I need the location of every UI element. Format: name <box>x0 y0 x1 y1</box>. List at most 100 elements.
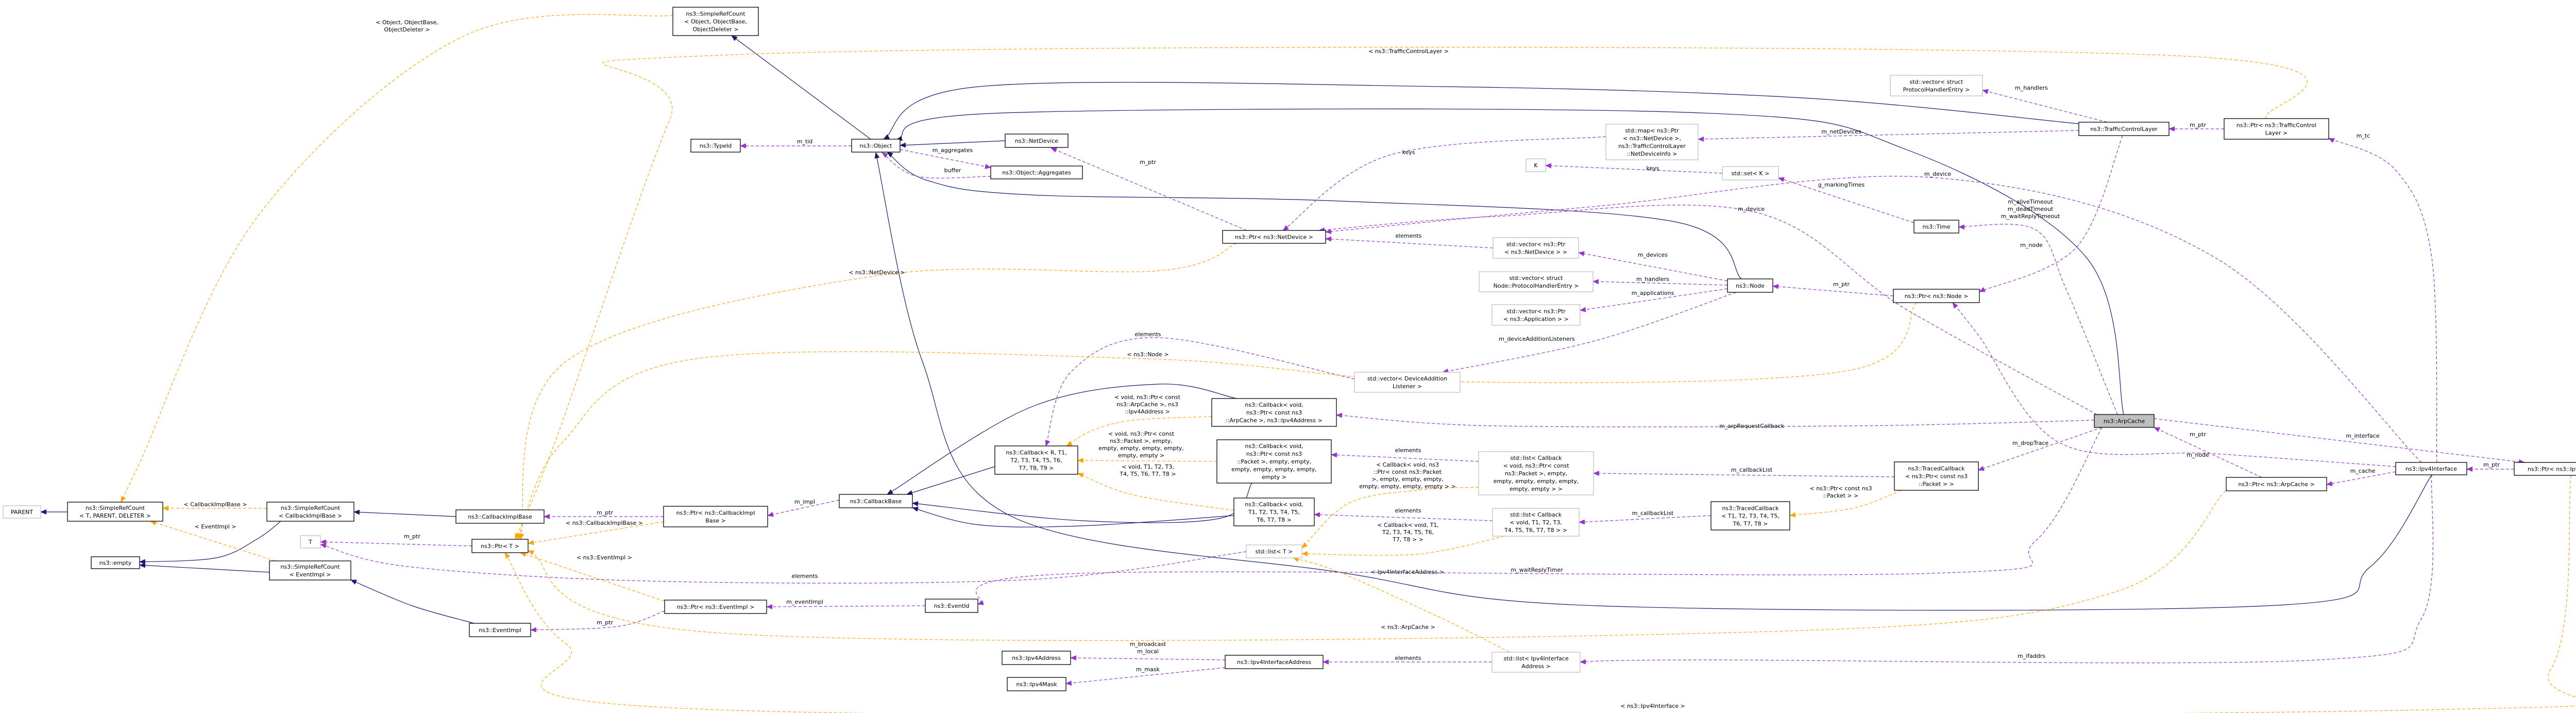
class-node-parent[interactable]: PARENT <box>3 505 41 519</box>
edge-label: m_devices <box>1638 252 1668 258</box>
class-node-cbT[interactable]: ns3::Callback< void,T1, T2, T3, T4, T5,T… <box>1233 498 1315 526</box>
edge-label-line: < CallbackImplBase > <box>184 501 247 508</box>
template-edge-cbPacket-to-callbackR <box>1077 458 1217 463</box>
node-box <box>1526 158 1546 172</box>
class-node-srcEI[interactable]: ns3::SimpleRefCount< EventImpl > <box>269 560 351 581</box>
class-node-listT[interactable]: std::list< T > <box>1246 544 1302 558</box>
usage-edge-arpCache-to-ptrIf <box>2154 418 2525 465</box>
edge-label-line: m_ptr <box>2190 122 2207 128</box>
node-label-line: < ns3::NetDevice > > <box>1504 249 1567 256</box>
class-node-K[interactable]: K <box>1526 158 1546 172</box>
class-node-object[interactable]: ns3::Object <box>851 139 901 153</box>
class-node-eventId[interactable]: ns3::EventId <box>925 599 978 613</box>
node-label-line: ns3::Callback< void, <box>1245 501 1303 508</box>
node-box <box>2226 477 2327 491</box>
template-edge-cbT-to-callbackR <box>1077 473 1234 511</box>
class-node-map[interactable]: std::map< ns3::Ptr< ns3::NetDevice >,ns3… <box>1605 124 1699 160</box>
class-node-arpCache[interactable]: ns3::ArpCache <box>2094 414 2155 428</box>
node-label-line: ns3::Ptr< const ns3 <box>1246 409 1302 416</box>
class-node-srcCIB[interactable]: ns3::SimpleRefCount< CallbackImplBase > <box>266 502 354 522</box>
node-label: ns3::Node <box>1736 283 1765 289</box>
node-label-line: ObjectDeleter > <box>692 26 738 33</box>
edge-label: m_waitReplyTimer <box>1511 567 1563 573</box>
class-node-ptrIf[interactable]: ns3::Ptr< ns3::Ipv4Interface > <box>2514 462 2576 476</box>
node-label-line: T7, T8, T9 > <box>1019 465 1054 472</box>
class-node-listCbT[interactable]: std::list< Callback< void, T1, T2, T3,T4… <box>1492 508 1580 537</box>
class-node-tcT8[interactable]: ns3::TracedCallback< T1, T2, T3, T4, T5,… <box>1710 501 1790 530</box>
edge-label-line: m_waitReplyTimeout <box>2001 213 2060 220</box>
edge-label: m_deviceAdditionListeners <box>1499 336 1575 342</box>
node-label: ns3::SimpleRefCount< EventImpl > <box>280 563 340 578</box>
class-node-ptrArp[interactable]: ns3::Ptr< ns3::ArpCache > <box>2226 477 2327 491</box>
class-node-vecApp[interactable]: std::vector< ns3::Ptr< ns3::Application … <box>1492 304 1581 326</box>
class-node-ptrNetDevice[interactable]: ns3::Ptr< ns3::NetDevice > <box>1222 230 1326 244</box>
edge-label-line: m_devices <box>1638 252 1668 258</box>
edge-label: m_tc <box>2357 132 2370 139</box>
class-node-ptrNode[interactable]: ns3::Ptr< ns3::Node > <box>1893 289 1980 303</box>
class-node-eventImpl[interactable]: ns3::EventImpl <box>469 623 531 637</box>
node-label-line: Layer > <box>2265 130 2287 137</box>
class-node-ipv4If[interactable]: ns3::Ipv4Interface <box>2395 462 2467 475</box>
node-label-line: ns3::Callback< void, <box>1245 443 1303 450</box>
usage-edge-vecPtrND-to-ptrNetDevice <box>1325 236 1494 248</box>
node-box <box>91 556 140 569</box>
class-node-ptrT[interactable]: ns3::Ptr< T > <box>471 539 529 553</box>
class-node-T[interactable]: T <box>300 535 321 549</box>
node-box <box>1233 498 1315 526</box>
class-node-listCbPacket[interactable]: std::list< Callback< void, ns3::Ptr< con… <box>1478 451 1594 495</box>
class-node-setK[interactable]: std::set< K > <box>1722 166 1779 180</box>
class-node-srcTPD[interactable]: ns3::SimpleRefCount< T, PARENT, DELETER … <box>67 502 163 522</box>
class-node-tcPacket[interactable]: ns3::TracedCallback< ns3::Ptr< const ns3… <box>1894 461 1979 491</box>
class-node-cib[interactable]: ns3::CallbackImplBase <box>455 509 545 524</box>
class-node-typeid[interactable]: ns3::TypeId <box>690 139 741 153</box>
class-node-ipv4Mask[interactable]: ns3::Ipv4Mask <box>1007 677 1066 691</box>
usage-edge-listCbT-to-cbT <box>1314 512 1493 521</box>
class-node-tcl[interactable]: ns3::TrafficControlLayer <box>2078 122 2170 136</box>
node-box <box>839 494 913 508</box>
node-label: ns3::EventId <box>934 603 970 609</box>
class-node-cbArp[interactable]: ns3::Callback< void,ns3::Ptr< const ns3:… <box>1211 398 1337 427</box>
class-node-callbackR[interactable]: ns3::Callback< R, T1,T2, T3, T4, T5, T6,… <box>994 445 1078 475</box>
node-box <box>2514 462 2576 476</box>
class-node-empty[interactable]: ns3::empty <box>91 556 140 569</box>
edge-label-line: < ns3::Ipv4Interface > <box>1620 703 1685 709</box>
node-box <box>1727 278 1773 293</box>
node-label-line: ns3::empty <box>99 560 132 567</box>
usage-edge-tcT8-to-listCbT <box>1579 515 1711 525</box>
class-node-ptrEI[interactable]: ns3::Ptr< ns3::EventImpl > <box>664 600 767 614</box>
edge-label-line: < ns3::NetDevice > <box>849 269 905 276</box>
class-node-time[interactable]: ns3::Time <box>1913 220 1959 234</box>
class-node-cbPacket[interactable]: ns3::Callback< void,ns3::Ptr< const ns3:… <box>1216 439 1332 484</box>
node-label-line: std::vector< DeviceAddition <box>1367 375 1447 382</box>
node-label: ns3::Callback< void,ns3::Ptr< const ns3:… <box>1231 443 1317 480</box>
class-node-srcObj[interactable]: ns3::SimpleRefCount< Object, ObjectBase,… <box>672 7 759 36</box>
node-label-line: ns3::SimpleRefCount <box>686 11 745 18</box>
node-label-line: ns3::NetDevice <box>1015 138 1058 144</box>
edge-label: m_node <box>2020 242 2043 248</box>
class-node-aggregates[interactable]: ns3::Object::Aggregates <box>990 165 1083 179</box>
class-node-ipv4IfAddr[interactable]: ns3::Ipv4InterfaceAddress <box>1225 655 1324 669</box>
node-label-line: ns3::Ptr< ns3::CallbackImpl <box>676 510 755 517</box>
class-node-callbackBase[interactable]: ns3::CallbackBase <box>839 494 913 508</box>
class-node-vecPtrND[interactable]: std::vector< ns3::Ptr< ns3::NetDevice > … <box>1493 237 1579 259</box>
class-node-ipv4Address[interactable]: ns3::Ipv4Address <box>1002 651 1071 665</box>
inherit-edge-tcl-to-object <box>883 81 2079 140</box>
edge-label: < Object, ObjectBase,ObjectDeleter > <box>376 19 438 33</box>
node-label-line: < ns3::Application > > <box>1503 316 1569 323</box>
node-label-line: Listener > <box>1393 383 1422 390</box>
class-node-node[interactable]: ns3::Node <box>1727 278 1773 293</box>
usage-edge-vecDAL-to-callbackR <box>1045 337 1355 446</box>
class-node-netdevice[interactable]: ns3::NetDevice <box>1005 134 1069 148</box>
